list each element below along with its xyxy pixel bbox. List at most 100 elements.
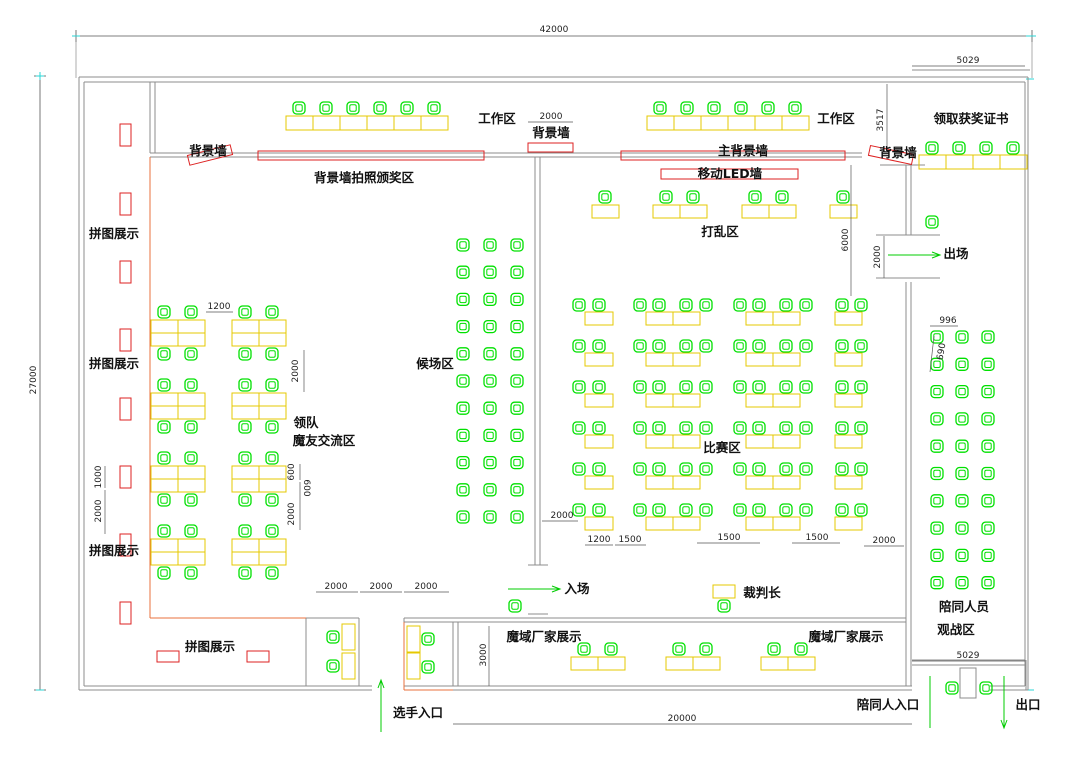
- match-table: [772, 352, 801, 367]
- waiting-chair: [510, 510, 524, 524]
- match-chair: [752, 503, 766, 517]
- waiting-chair: [510, 401, 524, 415]
- companion-chair: [981, 466, 995, 481]
- booth-table: [341, 652, 356, 680]
- exit-booth: [959, 667, 977, 699]
- dim-team-col-2000: 2000: [287, 502, 297, 525]
- waiting-chair: [483, 455, 497, 470]
- match-chair: [779, 298, 793, 312]
- dim-total-height: 27000: [29, 365, 39, 394]
- companion-chair: [981, 357, 995, 371]
- waiting-chair: [510, 455, 524, 470]
- label-puzzle-4: 拼图展示: [185, 639, 236, 654]
- shuffle-chair: [748, 190, 762, 204]
- match-table: [584, 393, 614, 408]
- label-mobile-led: 移动LED墙: [698, 166, 763, 181]
- leader-chair: [184, 451, 198, 465]
- match-table: [834, 352, 863, 367]
- match-chair: [592, 421, 606, 435]
- work-table: [727, 115, 756, 131]
- match-chair: [799, 339, 813, 353]
- companion-chair: [981, 576, 995, 590]
- expo-chair: [672, 642, 686, 656]
- match-chair: [854, 462, 868, 476]
- match-chair: [592, 380, 606, 394]
- label-exit: 出口: [1015, 697, 1040, 712]
- match-chair: [799, 298, 813, 312]
- waiting-chair: [510, 374, 524, 388]
- shuffle-table: [768, 204, 797, 219]
- leader-table: [150, 478, 179, 493]
- shuffle-table: [679, 204, 708, 219]
- waiting-chair: [483, 319, 497, 334]
- leader-chair: [238, 378, 252, 392]
- leader-table: [177, 551, 206, 566]
- dim-bottom-2000-a: 2000: [325, 582, 348, 592]
- match-chair: [572, 339, 586, 353]
- match-table: [772, 311, 801, 326]
- booth-chair: [421, 632, 435, 646]
- leader-chair: [184, 566, 198, 580]
- booth-chair: [421, 660, 435, 674]
- leader-table: [258, 319, 287, 334]
- match-chair: [572, 380, 586, 394]
- leader-table: [177, 478, 206, 493]
- companion-chair: [930, 439, 944, 453]
- dim-match-1500-a: 1500: [619, 535, 642, 545]
- booth-table: [406, 625, 421, 653]
- match-table: [584, 516, 614, 531]
- match-chair: [633, 339, 647, 353]
- leader-chair: [184, 378, 198, 392]
- leader-table: [177, 405, 206, 420]
- match-table: [645, 516, 674, 531]
- work-table: [673, 115, 702, 131]
- waiting-chair: [483, 265, 497, 279]
- leader-chair: [238, 305, 252, 319]
- label-chief-judge: 裁判长: [743, 585, 781, 600]
- match-chair: [572, 421, 586, 435]
- match-table: [584, 475, 614, 490]
- match-chair: [835, 339, 849, 353]
- match-table: [672, 311, 701, 326]
- match-table: [645, 475, 674, 490]
- leader-table: [258, 478, 287, 493]
- companion-chair: [930, 330, 944, 344]
- expo-table: [787, 656, 816, 671]
- match-table: [745, 311, 774, 326]
- match-chair: [799, 503, 813, 517]
- leader-table: [150, 332, 179, 347]
- match-table: [745, 393, 774, 408]
- match-table: [745, 352, 774, 367]
- match-chair: [752, 421, 766, 435]
- match-chair: [679, 298, 693, 312]
- match-chair: [733, 462, 747, 476]
- companion-chair: [930, 466, 944, 481]
- waiting-chair: [483, 428, 497, 443]
- waiting-chair: [510, 292, 524, 307]
- leader-table: [258, 392, 287, 407]
- dim-match-1500-b: 1500: [718, 533, 741, 543]
- match-table: [645, 311, 674, 326]
- expo-chair: [699, 642, 713, 656]
- match-chair: [592, 339, 606, 353]
- orange-boundaries: [149, 157, 453, 691]
- leader-table: [258, 538, 287, 553]
- match-chair: [699, 339, 713, 353]
- leader-table: [150, 551, 179, 566]
- match-table: [772, 516, 801, 531]
- leader-table: [258, 551, 287, 566]
- leader-table: [231, 538, 260, 553]
- match-table: [772, 475, 801, 490]
- shuffle-table: [591, 204, 620, 219]
- leader-table: [150, 392, 179, 407]
- work-chair: [653, 101, 667, 115]
- dim-match-1500-c: 1500: [806, 533, 829, 543]
- entrance-chair: [508, 599, 522, 613]
- work-table: [781, 115, 810, 131]
- match-chair: [799, 421, 813, 435]
- dim-bottom-2000-b: 2000: [370, 582, 393, 592]
- work-table: [366, 115, 395, 131]
- leader-table: [231, 551, 260, 566]
- label-bg-wall-right: 背景墙: [879, 145, 917, 160]
- dim-bg-wall-small: 2000: [540, 112, 563, 122]
